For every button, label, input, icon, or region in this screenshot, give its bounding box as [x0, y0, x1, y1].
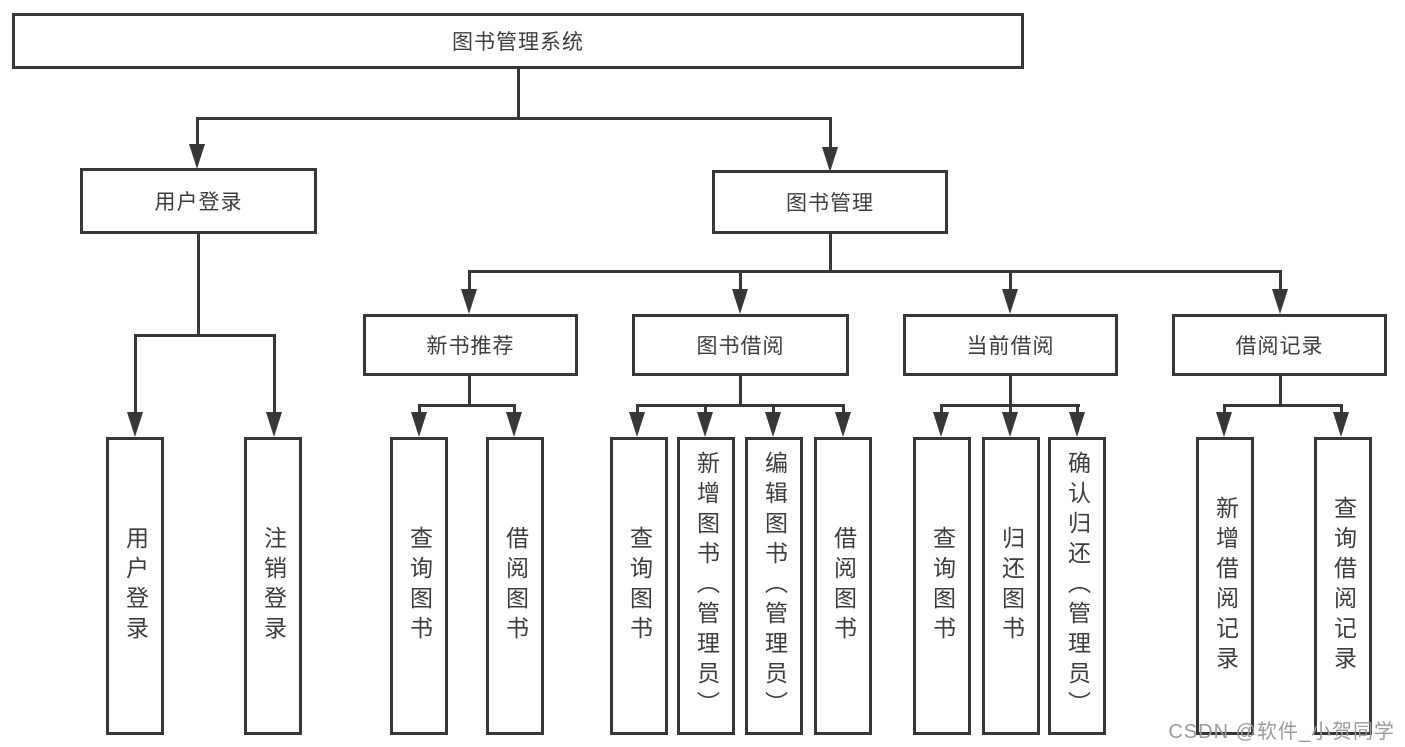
- arrow-down-icon: [1216, 412, 1232, 437]
- leaf-logout: 注销登录: [244, 437, 302, 735]
- leaf-confirm-return-admin: 确认归还（管理员）: [1048, 437, 1106, 735]
- leaf-label: 借阅图书: [830, 526, 857, 646]
- leaf-label: 归还图书: [998, 526, 1025, 646]
- connector-line: [829, 232, 832, 272]
- node-borrowing-records: 借阅记录: [1172, 314, 1387, 376]
- connector-line: [739, 374, 742, 406]
- leaf-query-books-recommend: 查询图书: [390, 437, 448, 735]
- connector-line: [197, 232, 200, 336]
- arrow-down-icon: [697, 412, 713, 437]
- leaf-borrow-books-recommend: 借阅图书: [486, 437, 544, 735]
- arrow-down-icon: [1333, 412, 1349, 437]
- connector-line: [517, 69, 520, 118]
- arrow-down-icon: [127, 412, 143, 437]
- leaf-query-books-current: 查询图书: [913, 437, 971, 735]
- node-book-management: 图书管理: [712, 170, 948, 234]
- leaf-label: 查询图书: [929, 526, 956, 646]
- leaf-label: 编辑图书（管理员）: [761, 451, 788, 721]
- arrow-down-icon: [629, 412, 645, 437]
- connector-line: [842, 404, 845, 416]
- leaf-label: 新增图书（管理员）: [693, 451, 720, 721]
- leaf-add-borrow-record: 新增借阅记录: [1196, 437, 1254, 735]
- connector-line: [1009, 404, 1012, 416]
- connector-line: [134, 334, 137, 414]
- connector-line: [1340, 404, 1343, 416]
- connector-line: [739, 270, 742, 292]
- connector-line: [418, 404, 516, 407]
- arrow-down-icon: [411, 412, 427, 437]
- node-new-book-recommend: 新书推荐: [363, 314, 578, 376]
- arrow-down-icon: [506, 412, 522, 437]
- connector-line: [1279, 270, 1282, 292]
- leaf-add-book-admin: 新增图书（管理员）: [677, 437, 735, 735]
- leaf-query-borrow-record: 查询借阅记录: [1314, 437, 1372, 735]
- leaf-label: 借阅图书: [502, 526, 529, 646]
- node-book-borrowing: 图书借阅: [632, 314, 849, 376]
- connector-line: [829, 117, 832, 149]
- arrow-down-icon: [765, 412, 781, 437]
- leaf-label: 查询借阅记录: [1330, 496, 1357, 676]
- arrow-down-icon: [189, 144, 205, 169]
- arrow-down-icon: [1272, 289, 1288, 314]
- arrow-down-icon: [1002, 412, 1018, 437]
- arrow-down-icon: [933, 412, 949, 437]
- arrow-down-icon: [835, 412, 851, 437]
- connector-line: [196, 117, 832, 120]
- arrow-down-icon: [1069, 412, 1085, 437]
- arrow-down-icon: [822, 147, 838, 172]
- leaf-label: 查询图书: [626, 526, 653, 646]
- node-current-borrowing: 当前借阅: [903, 314, 1118, 376]
- arrow-down-icon: [461, 289, 477, 314]
- connector-line: [196, 117, 199, 147]
- connector-line: [513, 404, 516, 416]
- arrow-down-icon: [266, 412, 282, 437]
- leaf-label: 注销登录: [260, 526, 287, 646]
- leaf-user-login: 用户登录: [106, 437, 164, 735]
- leaf-label: 新增借阅记录: [1212, 496, 1239, 676]
- node-user-login: 用户登录: [80, 168, 317, 234]
- connector-line: [636, 404, 844, 407]
- connector-line: [1009, 374, 1012, 406]
- connector-line: [1009, 270, 1012, 292]
- leaf-label: 用户登录: [122, 526, 149, 646]
- arrow-down-icon: [1002, 289, 1018, 314]
- leaf-label: 确认归还（管理员）: [1064, 451, 1091, 721]
- leaf-edit-book-admin: 编辑图书（管理员）: [745, 437, 803, 735]
- connector-line: [1223, 404, 1226, 416]
- connector-line: [1076, 404, 1079, 416]
- connector-line: [704, 404, 707, 416]
- node-library-system: 图书管理系统: [12, 13, 1024, 69]
- leaf-query-books-borrow: 查询图书: [610, 437, 668, 735]
- connector-line: [772, 404, 775, 416]
- connector-line: [636, 404, 639, 416]
- connector-line: [468, 270, 471, 292]
- connector-line: [273, 334, 276, 414]
- connector-line: [1279, 374, 1282, 406]
- connector-line: [468, 270, 1282, 273]
- connector-line: [468, 374, 471, 406]
- csdn-watermark: CSDN @软件_小贺同学: [1168, 721, 1395, 743]
- leaf-borrow-books: 借阅图书: [814, 437, 872, 735]
- leaf-return-book: 归还图书: [982, 437, 1040, 735]
- connector-line: [1223, 404, 1343, 407]
- connector-line: [418, 404, 421, 416]
- arrow-down-icon: [732, 289, 748, 314]
- connector-line: [940, 404, 943, 416]
- leaf-label: 查询图书: [406, 526, 433, 646]
- connector-line: [134, 334, 276, 337]
